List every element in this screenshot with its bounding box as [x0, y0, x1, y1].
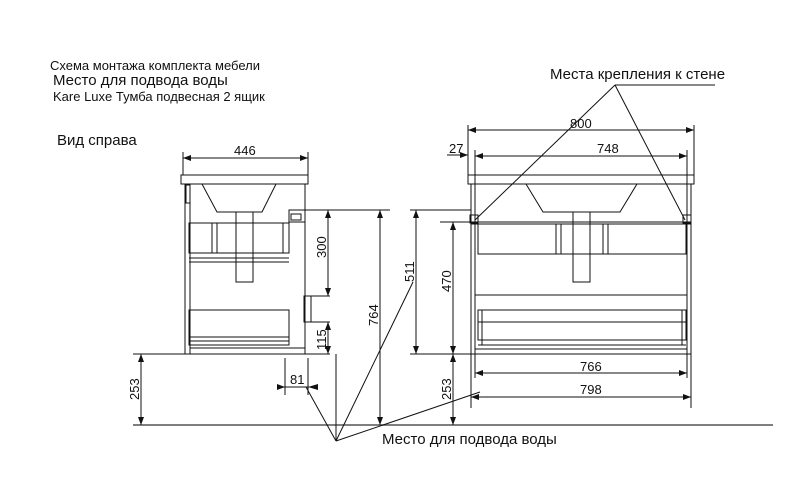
front-view-cabinet	[467, 174, 695, 355]
dim-27: 27	[449, 141, 463, 156]
dim-748: 748	[597, 141, 619, 156]
scheme-title: Схема монтажа комплекта мебели	[50, 58, 260, 73]
dim-511: 511	[402, 261, 417, 282]
dim-766: 766	[580, 359, 602, 374]
side-view-label: Вид справа	[57, 132, 137, 149]
dim-253-front: 253	[439, 378, 454, 400]
dim-446: 446	[234, 143, 256, 158]
dim-470: 470	[439, 270, 454, 292]
wall-mount-label: Места крепления к стене	[550, 66, 726, 83]
leader-water-1	[305, 386, 337, 442]
dim-115: 115	[314, 329, 329, 350]
leader-wall-mount-right	[614, 84, 686, 221]
leader-wall-mount-left	[474, 84, 616, 221]
leader-water-3	[335, 281, 414, 442]
dim-764: 764	[366, 304, 381, 326]
side-view-cabinet	[180, 174, 312, 355]
water-title: Место для подвода воды	[53, 72, 228, 89]
dim-253-side: 253	[127, 378, 142, 400]
dim-81: 81	[290, 372, 304, 387]
dim-798: 798	[580, 382, 602, 397]
leader-water-4	[335, 391, 481, 442]
water-supply-label: Место для подвода воды	[382, 431, 557, 448]
product-name: Kare Luxe Тумба подвесная 2 ящик	[53, 89, 265, 104]
dim-800: 800	[570, 116, 592, 131]
dim-300: 300	[314, 236, 329, 258]
